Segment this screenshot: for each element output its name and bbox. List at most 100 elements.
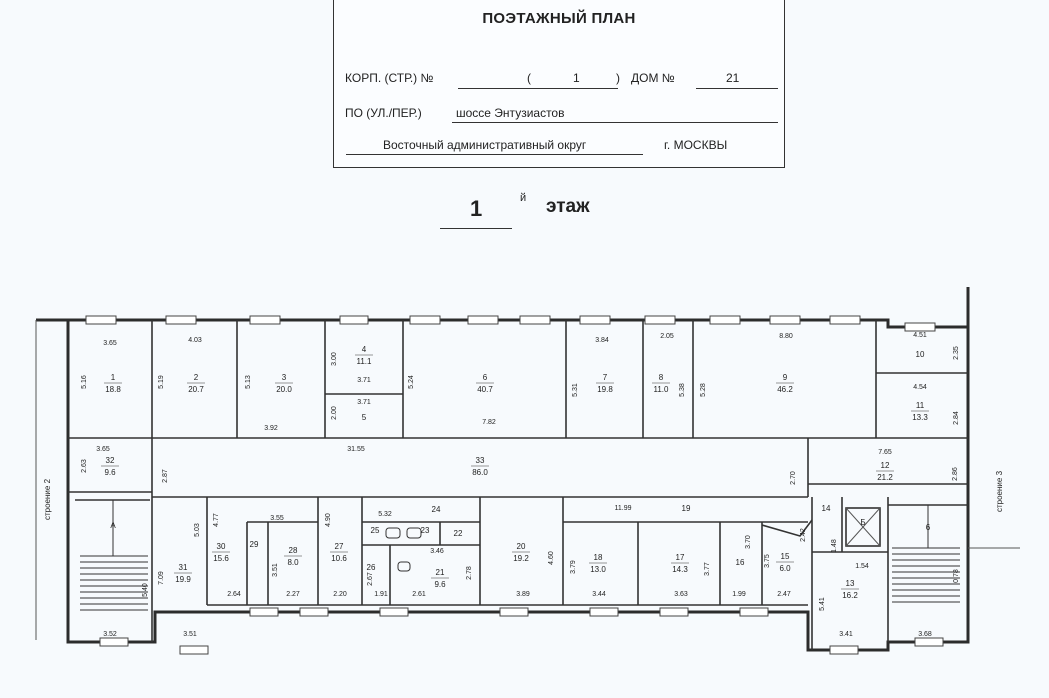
dimension-label: 4.54 bbox=[913, 384, 927, 391]
title-block: ПОЭТАЖНЫЙ ПЛАН КОРП. (СТР.) № ( 1 ) ДОМ … bbox=[333, 0, 785, 168]
room-23: 23 bbox=[421, 526, 430, 535]
room-area: 19.9 bbox=[175, 575, 191, 584]
dimension-label: 4.03 bbox=[188, 337, 202, 344]
room-number: 22 bbox=[454, 529, 463, 538]
house-number-label: ДОМ № bbox=[631, 71, 675, 85]
house-number-underline bbox=[696, 88, 778, 89]
dimension-label: 5.32 bbox=[378, 511, 392, 518]
dimension-label: 3.70 bbox=[745, 535, 752, 549]
dimension-label: 3.75 bbox=[764, 554, 771, 568]
building-number-close-paren: ) bbox=[616, 71, 620, 85]
dimension-label: 5.13 bbox=[245, 375, 252, 389]
room-area: 86.0 bbox=[472, 468, 488, 477]
room-6: 640.7 bbox=[476, 373, 494, 394]
room-32: 329.6 bbox=[101, 456, 119, 477]
room-area: 9.6 bbox=[104, 468, 116, 477]
room-area: 13.3 bbox=[912, 413, 928, 422]
room-area: 21.2 bbox=[877, 473, 893, 482]
room-number: 12 bbox=[881, 461, 890, 470]
room-number: 26 bbox=[367, 563, 376, 572]
dimension-label: 3.68 bbox=[918, 631, 932, 638]
dimension-label: 5.41 bbox=[819, 597, 826, 611]
room-number: 8 bbox=[659, 373, 664, 382]
building-number-value: 1 bbox=[573, 71, 580, 85]
room-5: 5 bbox=[362, 413, 367, 422]
dimension-label: 5.31 bbox=[572, 383, 579, 397]
dimension-label: 1.99 bbox=[732, 591, 746, 598]
room-number: 32 bbox=[106, 456, 115, 465]
room-number: 3 bbox=[282, 373, 287, 382]
room-28: 288.0 bbox=[284, 546, 302, 567]
room-number: 18 bbox=[594, 553, 603, 562]
dimension-label: 3.84 bbox=[595, 337, 609, 344]
building-3-label: строение 3 bbox=[995, 470, 1004, 512]
room-labels: 118.8220.7320.0411.15640.7719.8811.0946.… bbox=[101, 345, 931, 600]
dimension-label: 5.24 bbox=[408, 375, 415, 389]
dimension-label: 2.87 bbox=[162, 469, 169, 483]
room-number: 13 bbox=[846, 579, 855, 588]
room-number: 17 bbox=[676, 553, 685, 562]
dimension-label: 3.77 bbox=[704, 562, 711, 576]
room-29: 29 bbox=[250, 540, 259, 549]
dimension-label: 4.77 bbox=[213, 513, 220, 527]
dimension-label: 2.20 bbox=[333, 591, 347, 598]
room-8: 811.0 bbox=[652, 373, 670, 394]
street-value: шоссе Энтузиастов bbox=[456, 106, 565, 120]
room-12: 12 21.2 bbox=[876, 461, 894, 482]
room-number: 31 bbox=[179, 563, 188, 572]
dimension-label: 3.92 bbox=[264, 425, 278, 432]
room-number: 1 bbox=[111, 373, 116, 382]
room-area: 6.0 bbox=[779, 564, 791, 573]
dimension-label: 3.46 bbox=[430, 548, 444, 555]
dimension-label: 2.86 bbox=[952, 467, 959, 481]
floor-number-suffix: й bbox=[520, 192, 527, 204]
dimension-label: 2.84 bbox=[953, 411, 960, 425]
room-area: 8.0 bbox=[287, 558, 299, 567]
room-number: 4 bbox=[362, 345, 367, 354]
dimension-label: 2.67 bbox=[367, 572, 374, 586]
floor-number: 1 bbox=[470, 196, 483, 221]
dimension-label: 3.89 bbox=[516, 591, 530, 598]
dimension-label: 4.60 bbox=[548, 551, 555, 565]
outer-walls bbox=[35, 287, 1020, 652]
city-value: г. МОСКВЫ bbox=[664, 138, 728, 152]
room-number: 7 bbox=[603, 373, 608, 382]
dimension-label: 7.65 bbox=[878, 449, 892, 456]
room-area: 11.1 bbox=[357, 357, 373, 366]
dimension-label: 2.61 bbox=[412, 591, 426, 598]
dimension-label: 5.16 bbox=[81, 375, 88, 389]
room-number: 19 bbox=[682, 504, 691, 513]
room-number: 6 bbox=[483, 373, 488, 382]
dimension-label: 7.09 bbox=[158, 571, 165, 585]
room-number: А bbox=[110, 521, 116, 530]
room-number: 23 bbox=[421, 526, 430, 535]
room-number: 21 bbox=[436, 568, 445, 577]
room-25: 25 bbox=[371, 526, 380, 535]
room-area: 20.7 bbox=[188, 385, 204, 394]
room-19: 19 bbox=[682, 504, 691, 513]
dimension-label: 11.99 bbox=[615, 505, 632, 512]
north-windows bbox=[85, 315, 936, 332]
dimension-label: 31.55 bbox=[347, 446, 365, 453]
room-area: 9.6 bbox=[434, 580, 446, 589]
dimension-label: 2.27 bbox=[286, 591, 300, 598]
house-number-value: 21 bbox=[726, 71, 740, 85]
room-1: 118.8 bbox=[104, 373, 122, 394]
room-22: 22 bbox=[454, 529, 463, 538]
floor-underline bbox=[440, 228, 512, 229]
room-31: 31 19.9 bbox=[174, 563, 192, 584]
room-number: 29 bbox=[250, 540, 259, 549]
dimension-label: 3.55 bbox=[270, 515, 284, 522]
room-number: 25 bbox=[371, 526, 380, 535]
room-area: 10.6 bbox=[331, 554, 347, 563]
room-B: Б bbox=[860, 518, 865, 527]
dimension-label: 3.41 bbox=[839, 631, 853, 638]
dimension-label: 3.44 bbox=[592, 591, 606, 598]
dimension-label: 1.48 bbox=[831, 539, 838, 553]
